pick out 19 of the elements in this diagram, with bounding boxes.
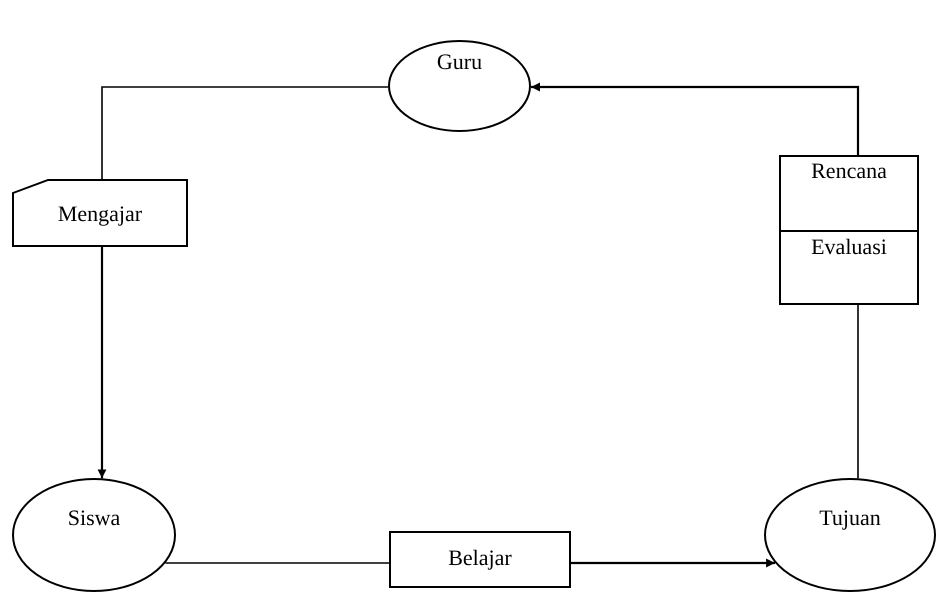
node-label: Mengajar <box>58 202 142 226</box>
process-box <box>389 531 571 588</box>
node-label: Siswa <box>68 506 120 530</box>
card-shape <box>12 179 188 247</box>
arrow <box>531 82 860 155</box>
node-label: Guru <box>436 50 482 74</box>
ellipse-node <box>764 478 936 592</box>
arrow <box>571 558 776 568</box>
arrow <box>98 247 106 478</box>
node-label: Evaluasi <box>811 235 887 260</box>
connector-line <box>857 305 859 478</box>
two-part-box <box>779 155 919 305</box>
ellipse-node <box>12 478 176 592</box>
connector-line <box>165 562 389 564</box>
node-label: Rencana <box>811 159 887 184</box>
ellipse-node <box>388 40 531 132</box>
node-label: Belajar <box>448 546 512 570</box>
node-label: Tujuan <box>819 506 881 530</box>
connector-line <box>101 86 388 179</box>
